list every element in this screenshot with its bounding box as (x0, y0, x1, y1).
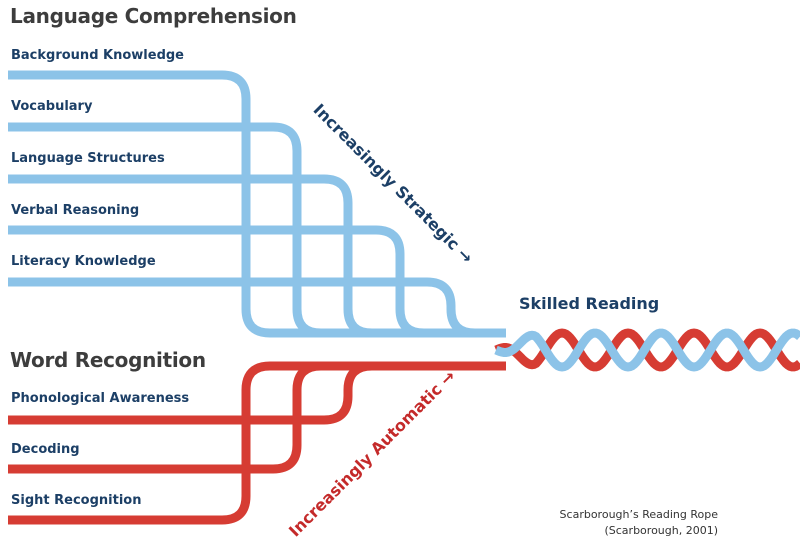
word-recognition-strands (8, 361, 506, 525)
helix-blue (494, 328, 800, 372)
strand-label-decoding: Decoding (11, 442, 80, 457)
skilled-reading-label: Skilled Reading (519, 294, 660, 313)
caption-title: Scarborough’s Reading Rope (559, 508, 718, 521)
strand-label-background-knowledge: Background Knowledge (11, 48, 184, 63)
language-comprehension-strands (8, 70, 506, 338)
strand-sight-recognition (8, 361, 506, 525)
strand-label-phonological-awareness: Phonological Awareness (11, 391, 190, 406)
caption-citation: (Scarborough, 2001) (604, 524, 718, 537)
skilled-reading-twist (494, 328, 800, 372)
strand-language-structures (8, 174, 506, 338)
strand-label-vocabulary: Vocabulary (11, 99, 93, 114)
strand-literacy-knowledge (8, 277, 506, 338)
strand-label-sight-recognition: Sight Recognition (11, 493, 142, 508)
strand-label-literacy-knowledge: Literacy Knowledge (11, 254, 156, 269)
strand-background-knowledge (8, 70, 506, 338)
strand-label-verbal-reasoning: Verbal Reasoning (11, 203, 140, 218)
word-recognition-title: Word Recognition (10, 348, 206, 372)
strand-label-language-structures: Language Structures (11, 151, 165, 166)
language-comprehension-title: Language Comprehension (10, 4, 297, 28)
